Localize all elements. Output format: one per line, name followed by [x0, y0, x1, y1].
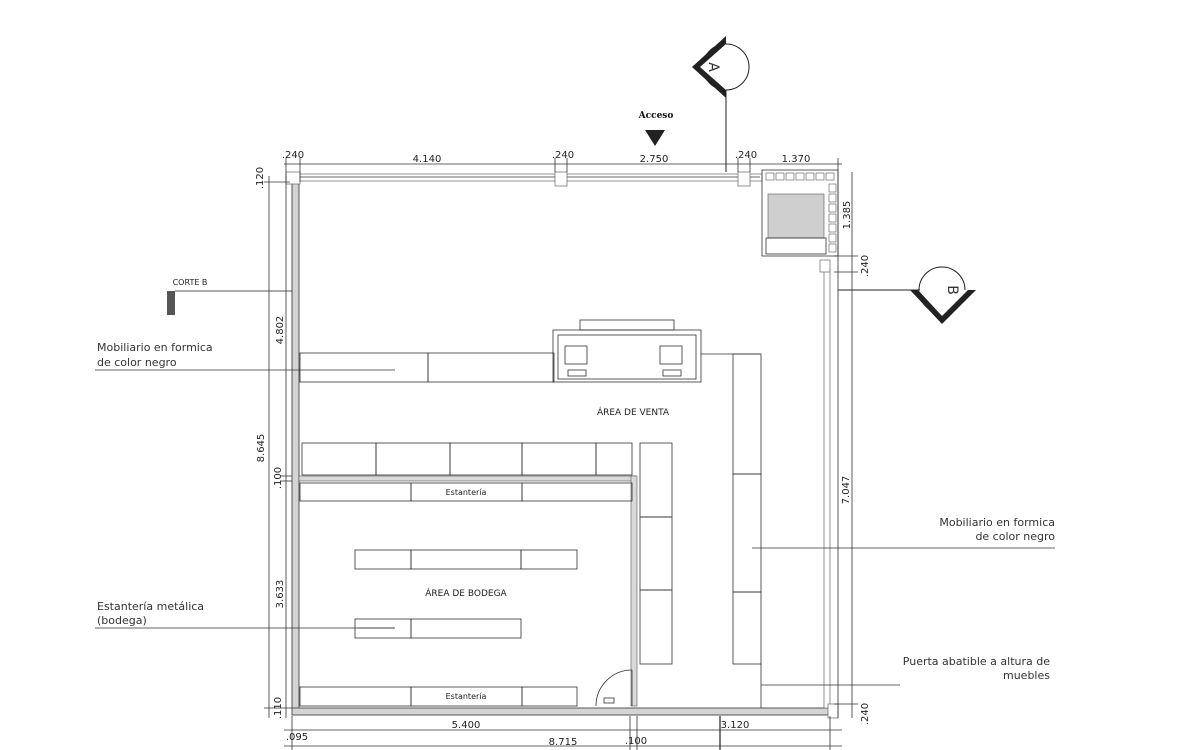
top-dim-2: 4.140 — [413, 154, 442, 165]
right-dim-7047: 7.047 — [841, 476, 852, 505]
annotation-mob-right-1: Mobiliario en formica — [939, 516, 1055, 529]
middle-shelving — [298, 442, 638, 707]
annotation-mob-left-1: Mobiliario en formica — [97, 341, 213, 354]
bathroom — [761, 169, 839, 257]
counter-furniture-left — [299, 352, 555, 383]
annotation-est-left-2: (bodega) — [97, 614, 147, 627]
corte-b-label: CORTE B — [173, 278, 208, 287]
room-label-venta: ÁREA DE VENTA — [597, 406, 670, 418]
right-dim-240a: .240 — [860, 255, 871, 277]
bottom-dim-3120: 3.120 — [721, 720, 750, 731]
annotation-door-1: Puerta abatible a altura de — [903, 655, 1050, 668]
left-dim-100: .100 — [273, 467, 284, 489]
bottom-dim-100: .100 — [625, 736, 647, 747]
warehouse-shelving — [299, 549, 578, 707]
corte-b-marker: CORTE B — [167, 278, 292, 315]
section-a-marker: A — [692, 36, 750, 172]
annotation-door-2: muebles — [1003, 669, 1050, 682]
door-swing — [595, 664, 900, 708]
annotation-est-left-1: Estantería metálica — [97, 600, 204, 613]
annotation-mob-right-2: de color negro — [975, 530, 1055, 543]
top-dim-1: .240 — [282, 150, 304, 161]
bottom-dimensions: .095 5.400 8.715 .100 3.120 — [284, 716, 842, 750]
top-dim-6: 1.370 — [782, 154, 811, 165]
left-dim-3633: 3.633 — [275, 580, 286, 609]
top-dim-4: 2.750 — [640, 154, 669, 165]
left-dim-8645: 8.645 — [256, 434, 267, 463]
section-a-label: A — [705, 62, 721, 72]
annotation-mob-left-2: de color negro — [97, 356, 177, 369]
vertical-shelving — [639, 442, 673, 665]
annotations: Mobiliario en formica de color negro Est… — [95, 341, 1055, 682]
right-furniture — [732, 353, 762, 665]
top-dimensions: .240 4.140 .240 2.750 .240 1.370 — [282, 150, 842, 182]
bottom-dim-5400: 5.400 — [452, 720, 481, 731]
left-dim-110: .110 — [273, 697, 284, 719]
right-dim-1385: 1.385 — [842, 201, 853, 230]
left-dim-4802: 4.802 — [275, 316, 286, 345]
outer-walls — [285, 171, 839, 719]
bottom-dim-095: .095 — [286, 732, 308, 743]
top-dim-5: .240 — [735, 150, 757, 161]
right-dim-240b: .240 — [860, 703, 871, 725]
bottom-dim-8715: 8.715 — [549, 737, 578, 748]
room-label-bodega: ÁREA DE BODEGA — [425, 587, 507, 599]
shelf-label-bottom: Estantería — [446, 692, 487, 701]
left-dim-120: .120 — [255, 167, 266, 189]
cashier-desk — [552, 319, 760, 383]
access-arrow-icon — [645, 130, 665, 146]
section-b-marker: B — [838, 266, 976, 324]
section-b-label: B — [944, 285, 960, 295]
right-dimensions: 1.385 .240 7.047 .240 — [834, 172, 871, 725]
access-label: Acceso — [638, 111, 674, 121]
access-marker: Acceso — [638, 111, 674, 146]
left-dimensions: .120 4.802 8.645 .100 3.633 .110 — [255, 167, 292, 719]
top-dim-3: .240 — [552, 150, 574, 161]
shelf-label-top: Estantería — [446, 488, 487, 497]
